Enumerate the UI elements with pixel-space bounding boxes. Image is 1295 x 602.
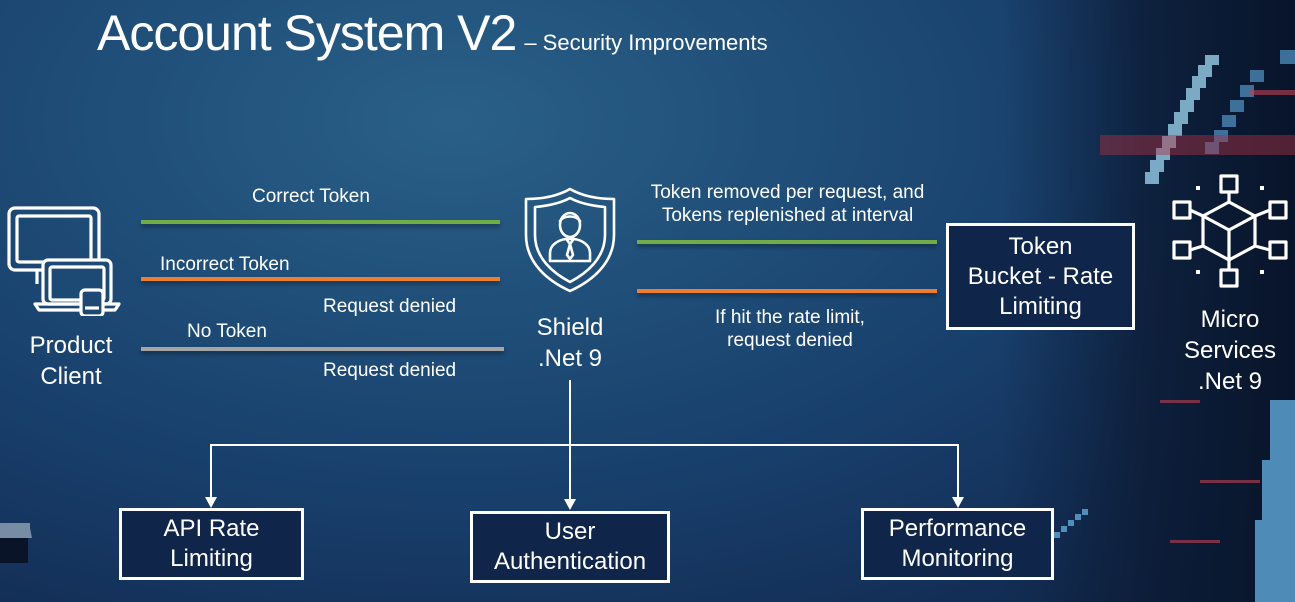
bucket-flow-label-consume-line2: Tokens replenished at interval [661, 205, 914, 226]
bucket-flow-label-denied: If hit the rate limit, request denied [660, 306, 920, 352]
flow-line-no-token [141, 347, 504, 351]
feature-box-user-authentication: User Authentication [470, 511, 670, 583]
flow-label-incorrect-token: Incorrect Token [160, 254, 290, 275]
client-label: Product Client [11, 330, 131, 392]
bucket-flow-label-denied-line1: If hit the rate limit, [715, 307, 865, 328]
connector-left-drop [210, 444, 212, 500]
connector-horizontal [210, 444, 959, 446]
flow-label-no-token: No Token [187, 321, 267, 342]
devices-icon [7, 206, 121, 316]
feature-performance-monitoring-line2: Monitoring [901, 545, 1014, 572]
token-bucket-line3: Limiting [999, 292, 1082, 320]
microservices-label: Micro Services .Net 9 [1170, 304, 1290, 397]
feature-api-rate-limiting-line2: Limiting [170, 545, 253, 572]
shield-label: Shield .Net 9 [510, 312, 630, 374]
arrow-to-user-authentication [564, 499, 576, 510]
bucket-flow-label-consume: Token removed per request, and Tokens re… [620, 181, 955, 227]
client-label-line2: Client [40, 363, 102, 390]
shield-user-icon [524, 187, 616, 293]
flow-line-incorrect-token [141, 277, 500, 281]
microservices-label-line3: .Net 9 [1197, 368, 1263, 395]
flow-result-incorrect-token: Request denied [323, 296, 457, 317]
bucket-flow-label-consume-line1: Token removed per request, and [650, 182, 925, 203]
shield-label-line2: .Net 9 [537, 345, 603, 372]
arrow-to-api-rate-limiting [205, 497, 217, 508]
flow-label-correct-token: Correct Token [252, 186, 370, 207]
arrow-to-performance-monitoring [952, 497, 964, 508]
connector-trunk [569, 380, 571, 500]
feature-user-authentication-line1: User [544, 518, 596, 545]
flow-line-correct-token [141, 220, 500, 224]
token-bucket-line1: Token [1008, 232, 1073, 260]
connector-right-drop [957, 444, 959, 500]
microservices-label-line1: Micro [1200, 306, 1260, 333]
bucket-flow-line-consume [637, 240, 937, 244]
feature-performance-monitoring-line1: Performance [888, 515, 1027, 542]
microservices-label-line2: Services [1183, 337, 1277, 364]
title-main: Account System V2 [97, 5, 517, 61]
page-title: Account System V2 – Security Improvements [97, 4, 768, 62]
token-bucket-line2: Bucket - Rate [967, 262, 1114, 290]
feature-user-authentication-line2: Authentication [493, 548, 647, 575]
feature-api-rate-limiting-line1: API Rate [163, 515, 260, 542]
feature-box-api-rate-limiting: API Rate Limiting [119, 508, 304, 580]
feature-box-performance-monitoring: Performance Monitoring [861, 508, 1054, 580]
shield-label-line1: Shield [536, 314, 604, 341]
microservices-cube-icon [1172, 174, 1288, 288]
client-label-line1: Product [29, 332, 113, 359]
bucket-flow-label-denied-line2: request denied [727, 330, 853, 351]
token-bucket-box: Token Bucket - Rate Limiting [946, 223, 1135, 330]
flow-result-no-token: Request denied [323, 360, 457, 381]
bucket-flow-line-denied [637, 289, 937, 293]
title-subtitle: – Security Improvements [524, 30, 768, 55]
